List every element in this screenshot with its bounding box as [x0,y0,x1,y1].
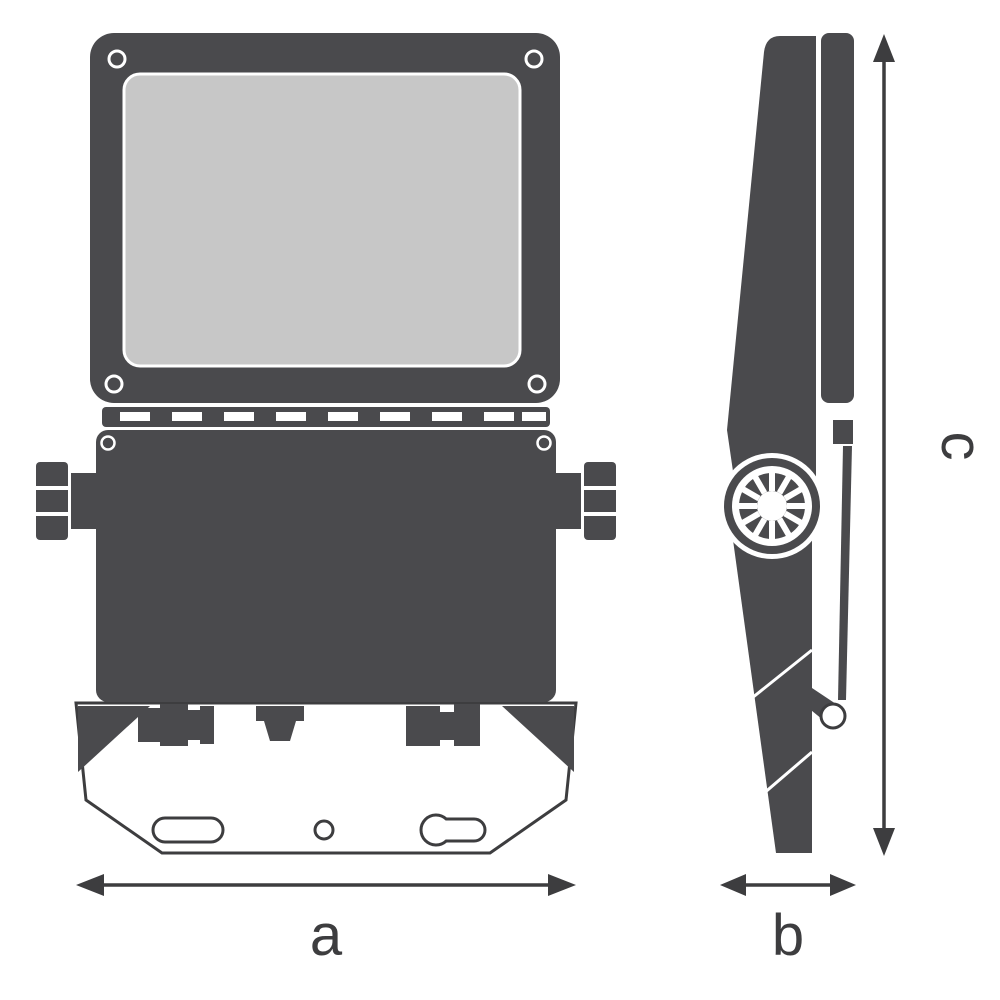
dimension-c: c [873,34,994,856]
dimension-b-label: b [772,903,804,968]
arm-fold-line-2 [755,750,813,802]
bracket-fold-left [78,706,150,772]
front-view [36,33,616,855]
hinge-dashes [120,412,546,421]
floodlight-body [96,430,556,702]
bracket-fold-right [502,706,574,772]
adjustment-knob [719,453,825,559]
dimension-c-label: c [929,432,994,461]
bracket-arm [733,540,812,853]
hinge-bolt [819,702,847,730]
arrow-right-icon [548,874,576,896]
arm-fold-line-1 [741,648,813,708]
lens-plate-edge [821,33,854,403]
arrow-right-icon [830,874,856,896]
clip [833,420,853,444]
side-view [719,33,854,853]
side-knob-left [36,462,96,540]
arrow-left-icon [720,874,746,896]
lens [122,72,522,368]
dimension-a-label: a [310,903,343,968]
arrow-up-icon [873,34,895,62]
head-profile [727,36,816,492]
cable-glands [138,704,480,746]
body-screws [100,435,552,451]
corner-screws [104,49,547,394]
side-knob-right [556,462,616,540]
thin-bracket-edge [838,446,852,700]
hole-center [313,819,335,841]
arrow-left-icon [76,874,104,896]
mounting-slots [151,813,487,847]
arrow-down-icon [873,828,895,856]
knob-teeth [738,472,806,540]
dimension-b: b [720,874,856,968]
hinge-strip [102,407,550,427]
slot-left [151,816,225,844]
keyhole-slot-right [419,813,487,847]
dimension-a: a [76,874,576,968]
